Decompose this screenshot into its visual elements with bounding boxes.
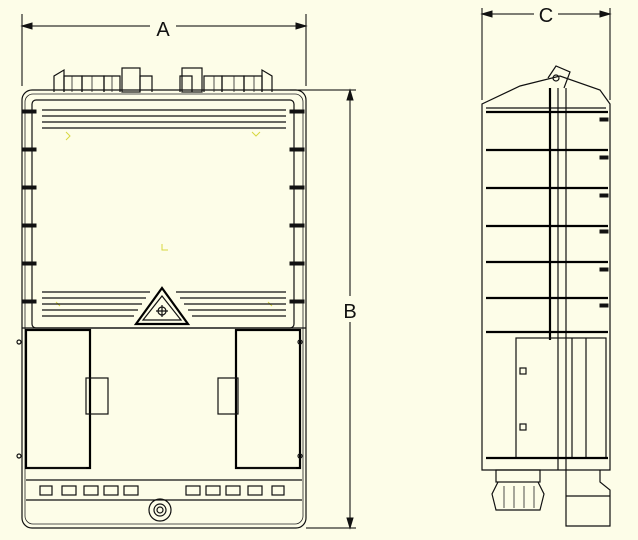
right-side-tabs (289, 109, 305, 304)
right-hinge-dot-lower (297, 453, 303, 459)
top-latch (547, 65, 571, 89)
right-cassette (217, 328, 302, 470)
front-view (16, 67, 307, 529)
top-cable-ports (53, 67, 273, 93)
yellow-marks (55, 131, 273, 307)
side-cable-gland-icon (491, 469, 545, 511)
left-hinge-dot (16, 339, 22, 345)
front-body-inner-outline (24, 93, 304, 525)
lower-ribs (42, 291, 286, 317)
right-hinge-dot (297, 339, 303, 345)
cable-gland-icon (148, 498, 172, 522)
warning-triangle-icon (133, 286, 191, 326)
side-edge-tabs (599, 117, 609, 308)
dimension-b-label: B (343, 301, 356, 323)
bottom-port-row (26, 479, 302, 501)
side-ribs (486, 110, 608, 334)
front-body-outline (21, 89, 307, 529)
dimension-b: B (290, 88, 362, 530)
side-bottom-bracket (565, 470, 611, 527)
side-body-outline (481, 75, 611, 471)
left-hinge-dot-lower (16, 453, 22, 459)
left-side-tabs (21, 109, 37, 304)
dimension-a-label: A (156, 19, 170, 41)
side-view (481, 65, 611, 527)
left-cassette (24, 328, 109, 470)
dimension-c: C (480, 2, 612, 100)
dimension-a: A (20, 14, 308, 86)
side-lower-box (486, 337, 608, 460)
dimension-c-label: C (539, 5, 553, 27)
vertical-strap (548, 88, 567, 470)
top-ribs (42, 109, 286, 129)
